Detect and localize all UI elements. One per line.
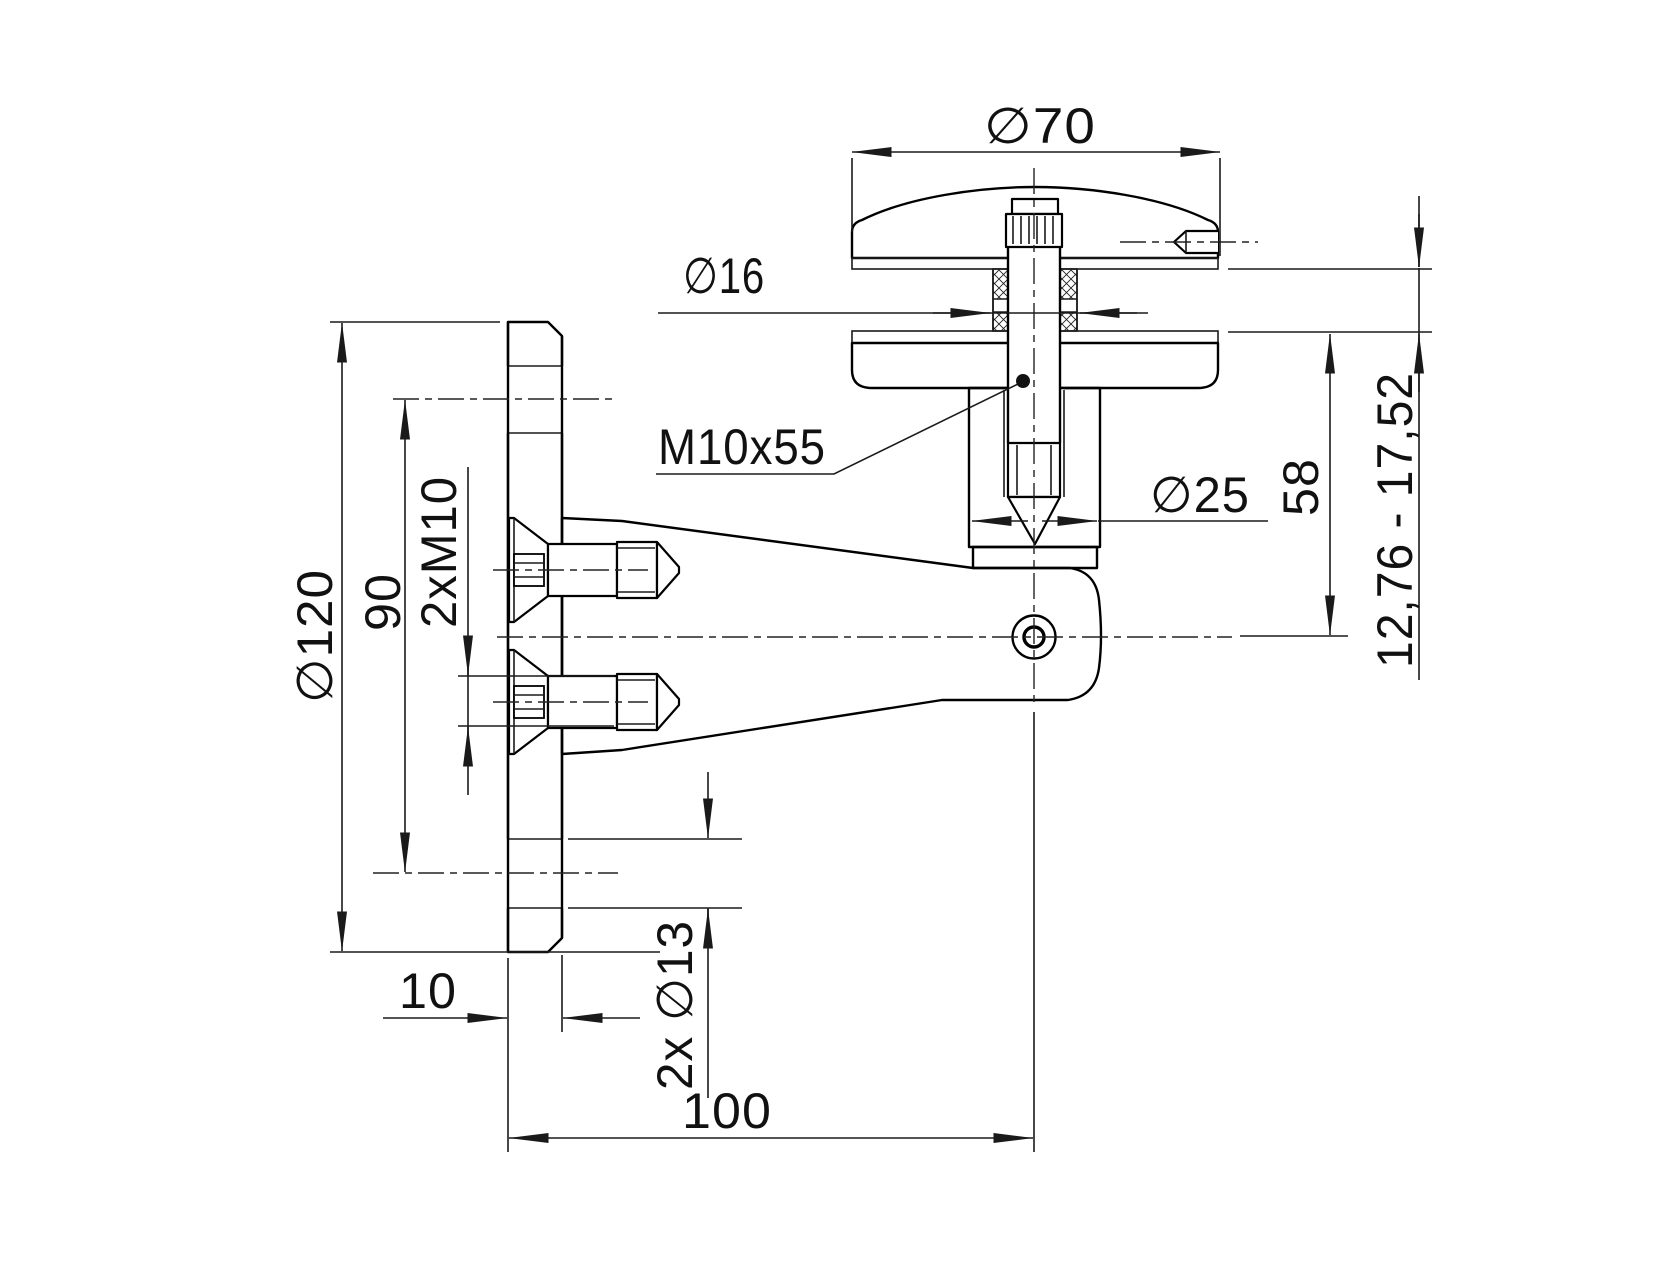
dim-hole-spacing-label: 90 [355,573,411,631]
dim-hole-spec: 2x ∅13 [568,772,742,1098]
dim-wall-offset: 100 [507,712,1035,1152]
dim-plate-thickness: 10 [383,955,640,1032]
set-screw [1120,229,1258,255]
dim-glass-thickness: 12,76 - 17,52 [1367,196,1424,680]
dim-plate-diameter-label: ∅120 [287,569,343,703]
dim-plate-thickness-label: 10 [399,963,457,1019]
dim-cap-diameter-label: ∅70 [984,98,1096,154]
dim-hole-spacing: 90 [355,399,411,873]
dim-glass-to-axis-label: 58 [1273,458,1329,516]
clamp-top-disc [850,185,1220,260]
stud-head [1010,197,1060,216]
dim-hole-spec-label: 2x ∅13 [647,920,703,1090]
leader-stud-spec-label: M10x55 [658,419,826,475]
dim-wall-offset-label: 100 [682,1083,772,1139]
dim-glass-thickness-label: 12,76 - 17,52 [1367,372,1423,668]
dim-screw-spec: 2xM10 [411,467,614,795]
dim-glass-to-axis: 58 [1273,333,1335,636]
dim-plate-diameter: ∅120 [287,321,660,953]
centerlines [373,168,1232,874]
dimensions: ∅70 ∅16 M10x55 ∅25 58 [287,98,1432,1152]
dim-cap-diameter: ∅70 [851,98,1221,256]
bracket-arm [560,516,1103,756]
leader-stud-spec: M10x55 [656,374,1030,475]
dim-sleeve-diameter-label: ∅16 [683,248,765,304]
dim-screw-spec-label: 2xM10 [411,476,467,628]
dim-post-diameter-label: ∅25 [1150,467,1250,523]
dim-post-diameter: ∅25 [971,467,1268,526]
dim-sleeve-diameter: ∅16 [658,248,1148,318]
clamp-bottom-disc [850,341,1220,390]
